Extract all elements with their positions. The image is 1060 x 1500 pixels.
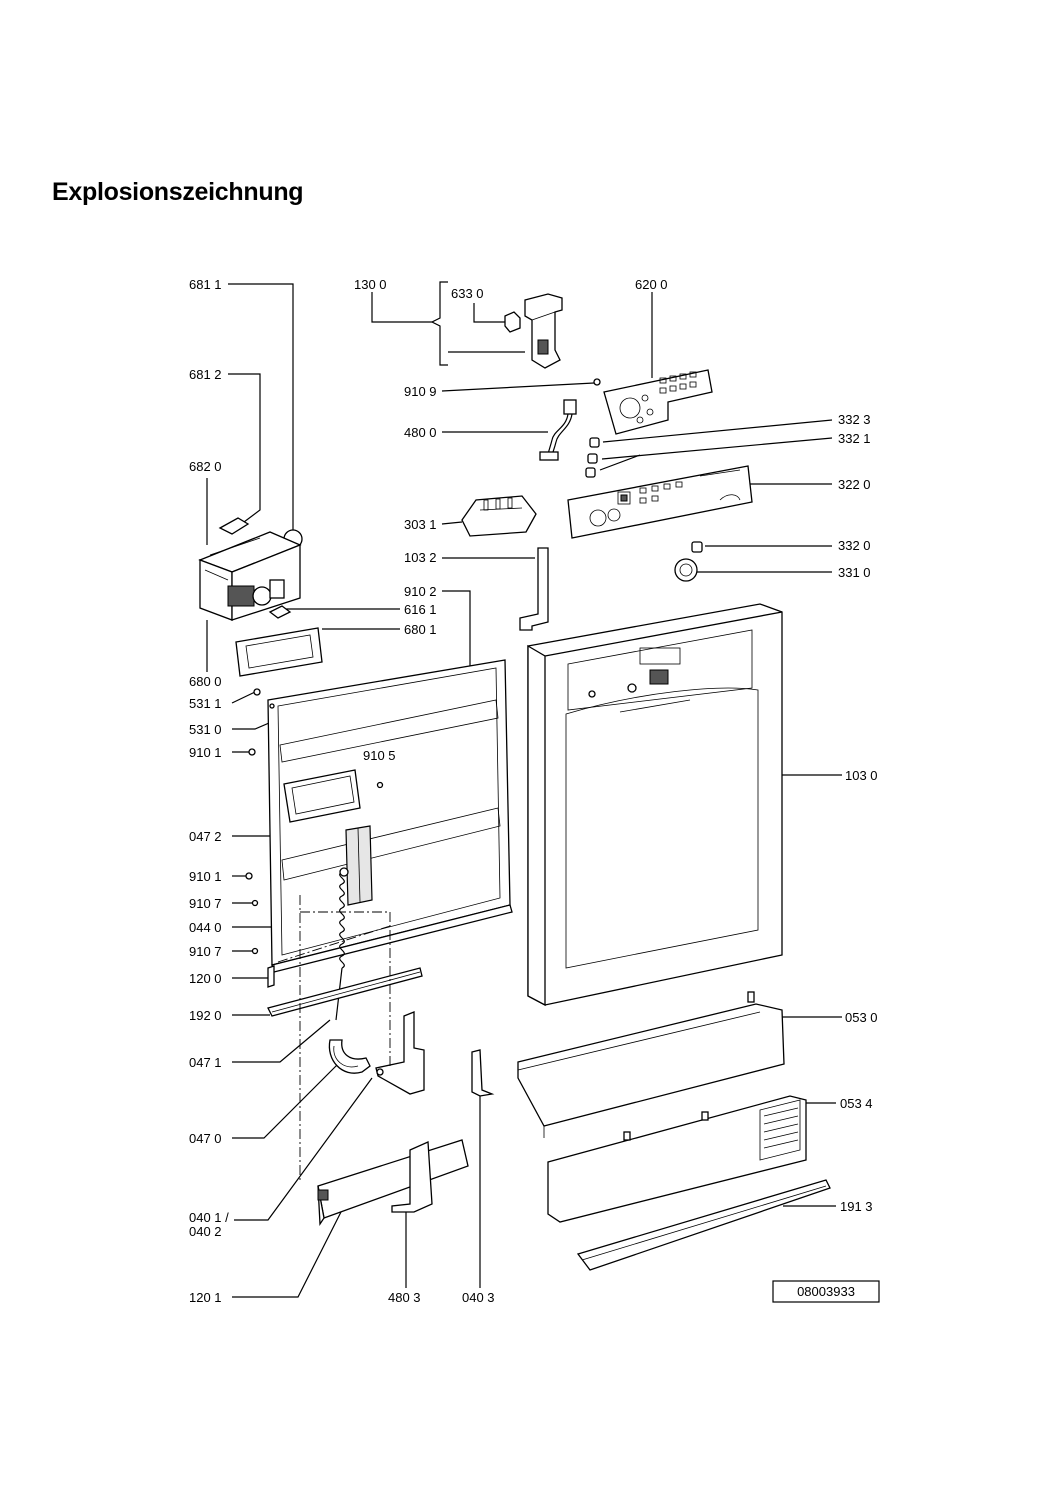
callout-label: 680 0 xyxy=(189,674,222,689)
callout-label: 047 0 xyxy=(189,1131,222,1146)
callout-label: 332 3 xyxy=(838,412,871,427)
callout-label: 120 0 xyxy=(189,971,222,986)
callout-label: 531 1 xyxy=(189,696,222,711)
callout-label: 682 0 xyxy=(189,459,222,474)
dispenser-part xyxy=(198,531,302,621)
gasket-part xyxy=(235,627,323,677)
bracket-part xyxy=(471,1049,495,1097)
callout-label: 322 0 xyxy=(838,477,871,492)
callout-label: 103 2 xyxy=(404,550,437,565)
screw-part xyxy=(593,378,601,386)
side-strip-part xyxy=(267,965,275,988)
callout-label: 331 0 xyxy=(838,565,871,580)
callout-label: 192 0 xyxy=(189,1008,222,1023)
rail-part xyxy=(267,967,423,1017)
callout-label: 480 0 xyxy=(404,425,437,440)
callout-label: 633 0 xyxy=(451,286,484,301)
callout-label: 040 3 xyxy=(462,1290,495,1305)
outer-door-part xyxy=(527,603,783,1007)
handle-part xyxy=(461,495,537,537)
callout-label: 531 0 xyxy=(189,722,222,737)
alignment-lines xyxy=(277,895,391,1180)
washer-part xyxy=(253,688,261,696)
button-part xyxy=(587,453,598,464)
callout-label: 616 1 xyxy=(404,602,437,617)
callout-label: 910 1 xyxy=(189,745,222,760)
page-title: Explosionszeichnung xyxy=(52,178,304,206)
callout-label: 681 1 xyxy=(189,277,222,292)
callout-label: 047 2 xyxy=(189,829,222,844)
screw-part xyxy=(376,781,384,789)
callout-label: 332 0 xyxy=(838,538,871,553)
screw-part xyxy=(245,872,253,880)
callout-label: 332 1 xyxy=(838,431,871,446)
callout-label: 053 4 xyxy=(840,1096,873,1111)
callout-label: 047 1 xyxy=(189,1055,222,1070)
screw-part xyxy=(251,947,259,955)
leader-lines xyxy=(206,281,842,1298)
spring-part xyxy=(335,867,349,1021)
door-lock-part xyxy=(524,293,563,369)
callout-label: 620 0 xyxy=(635,277,668,292)
control-panel-part xyxy=(567,465,753,539)
callout-label: 053 0 xyxy=(845,1010,878,1025)
screw-part xyxy=(251,899,259,907)
callout-label: 680 1 xyxy=(404,622,437,637)
callout-label: 130 0 xyxy=(354,277,387,292)
vent-panel-part xyxy=(547,1095,807,1223)
button-part xyxy=(585,467,596,478)
callout-label: 303 1 xyxy=(404,517,437,532)
button-part xyxy=(589,437,600,448)
callout-label: 044 0 xyxy=(189,920,222,935)
toe-kick-base-part xyxy=(517,991,785,1138)
callout-label: 910 9 xyxy=(404,384,437,399)
callout-label: 910 1 xyxy=(189,869,222,884)
control-board-part xyxy=(603,369,713,435)
bracket-part xyxy=(519,547,549,631)
callout-label: 910 7 xyxy=(189,896,222,911)
callout-label: 480 3 xyxy=(388,1290,421,1305)
wire-harness-part xyxy=(539,399,577,461)
switch-part xyxy=(504,311,521,333)
drawing-number: 08003933 xyxy=(797,1284,855,1299)
screw-part xyxy=(248,748,256,756)
callout-label: 910 7 xyxy=(189,944,222,959)
hinge-bracket-part xyxy=(375,1011,425,1095)
inner-door-panel-part xyxy=(267,659,513,973)
callout-label: 681 2 xyxy=(189,367,222,382)
lid-part xyxy=(218,517,250,535)
trim-strip-part xyxy=(576,1179,831,1271)
drawing-number-box: 08003933 xyxy=(772,1280,880,1303)
callout-label: 910 5 xyxy=(363,748,396,763)
knob-part xyxy=(674,558,698,582)
bracket-part xyxy=(391,1141,433,1213)
callout-labels: 681 1 130 0 633 0 620 0 681 2 910 9 480 … xyxy=(189,277,878,1305)
callout-label: 103 0 xyxy=(845,768,878,783)
callout-label: 191 3 xyxy=(840,1199,873,1214)
callout-label: 120 1 xyxy=(189,1290,222,1305)
callout-label: 910 2 xyxy=(404,584,437,599)
callout-label: 040 2 xyxy=(189,1224,222,1239)
hinge-cradle-part xyxy=(328,1039,371,1074)
clip-part xyxy=(268,605,292,619)
knob-cap-part xyxy=(691,541,703,553)
callout-label: 040 1 / xyxy=(189,1210,229,1225)
